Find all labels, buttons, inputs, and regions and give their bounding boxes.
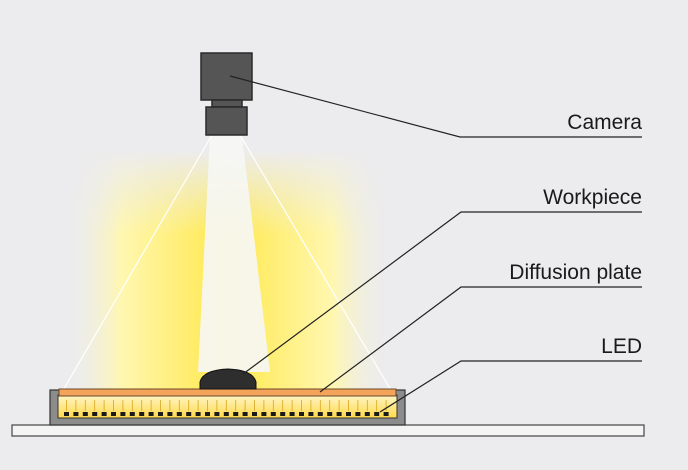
- led-element: [214, 412, 220, 416]
- led-element: [120, 412, 126, 416]
- led-element: [139, 412, 145, 416]
- view-ray-right: [239, 134, 393, 393]
- led-element: [308, 412, 314, 416]
- led-element: [73, 412, 79, 416]
- led-element: [364, 412, 370, 416]
- led-element: [374, 412, 380, 416]
- led-element: [129, 412, 135, 416]
- led-element: [233, 412, 239, 416]
- workpiece: [199, 368, 257, 390]
- led-element: [336, 412, 342, 416]
- led-element: [346, 412, 351, 416]
- base-plate: [11, 424, 645, 437]
- camera: [200, 52, 253, 136]
- led-element: [261, 412, 267, 416]
- led-housing: [49, 389, 406, 426]
- led-element: [252, 412, 257, 416]
- workpiece-callout-line: [242, 211, 642, 375]
- led-element: [223, 412, 229, 416]
- led-callout-line: [379, 360, 642, 413]
- workpiece-label: Workpiece: [543, 186, 642, 209]
- led-element: [195, 412, 201, 416]
- led-element: [158, 412, 163, 416]
- led-element: [299, 412, 304, 416]
- diffusion-plate-label: Diffusion plate: [509, 261, 642, 284]
- camera-body: [200, 52, 253, 101]
- led-element: [186, 412, 192, 416]
- led-element: [82, 412, 88, 416]
- led-element: [289, 412, 295, 416]
- led-element: [280, 412, 286, 416]
- led-element: [270, 412, 276, 416]
- led-array: [64, 400, 389, 416]
- led-element: [317, 412, 323, 416]
- led-element: [383, 412, 389, 416]
- led-element: [242, 412, 248, 416]
- camera-view-cone: [198, 135, 270, 372]
- led-element: [205, 412, 210, 416]
- diffusion-callout-line: [319, 286, 642, 393]
- camera-label: Camera: [567, 111, 642, 134]
- led-element: [101, 412, 107, 416]
- led-element: [148, 412, 154, 416]
- led-element: [167, 412, 173, 416]
- camera-neck: [211, 99, 243, 108]
- led-element: [176, 412, 182, 416]
- camera-lens: [205, 106, 248, 136]
- camera-callout-line: [229, 75, 642, 138]
- led-element: [327, 412, 333, 416]
- led-element: [355, 412, 361, 416]
- diffusion-plate: [58, 388, 397, 397]
- led-element: [64, 412, 69, 416]
- view-ray-left: [61, 134, 213, 393]
- led-element: [111, 412, 116, 416]
- led-element: [92, 412, 98, 416]
- led-label: LED: [601, 335, 642, 358]
